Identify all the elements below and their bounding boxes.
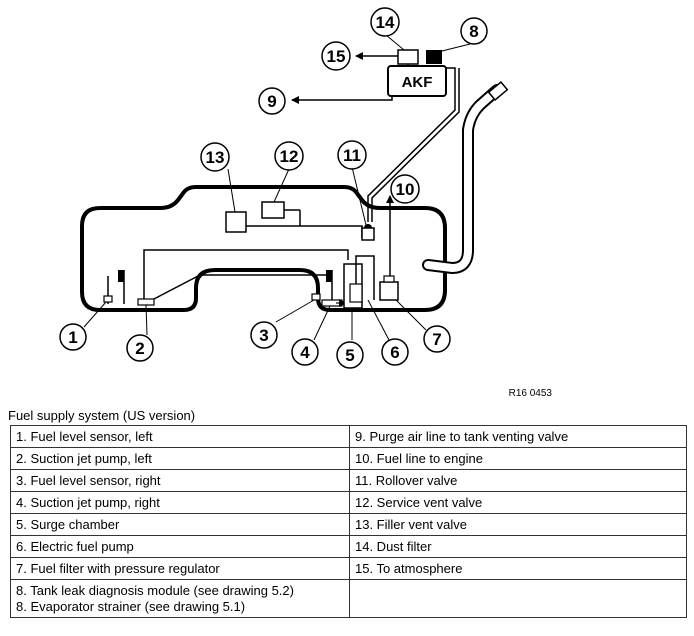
akf-label: AKF xyxy=(402,74,433,91)
svg-text:9: 9 xyxy=(267,92,276,111)
table-row: 8. Tank leak diagnosis module (see drawi… xyxy=(10,579,687,618)
service-vent-valve xyxy=(261,201,285,219)
fuel-filter xyxy=(379,281,399,301)
callout-7: 7 xyxy=(423,325,451,353)
svg-text:5: 5 xyxy=(345,346,354,365)
fuel-system-diagram: AKF xyxy=(59,7,553,399)
table-row: 5. Surge chamber 13. Filler vent valve xyxy=(10,513,687,536)
dust-filter xyxy=(397,49,419,65)
table-row: 6. Electric fuel pump 14. Dust filter xyxy=(10,535,687,558)
tank-leak-diagnosis-module xyxy=(426,50,442,64)
figure-caption: Fuel supply system (US version) xyxy=(8,408,196,423)
svg-text:10: 10 xyxy=(396,180,415,199)
akf-canister xyxy=(387,65,447,97)
filler-cap xyxy=(487,80,509,102)
svg-text:3: 3 xyxy=(259,326,268,345)
fuel-tank-outline xyxy=(80,185,447,312)
suction-jet-pump-left xyxy=(137,298,155,306)
legend-cell: 9. Purge air line to tank venting valve xyxy=(349,425,687,448)
legend-cell: 13. Filler vent valve xyxy=(349,513,687,536)
legend-cell: 3. Fuel level sensor, right xyxy=(10,469,350,492)
callout-6: 6 xyxy=(381,338,409,366)
callout-15: 15 xyxy=(321,41,351,71)
callout-14: 14 xyxy=(370,7,400,37)
legend-cell: 15. To atmosphere xyxy=(349,557,687,580)
legend-cell: 12. Service vent valve xyxy=(349,491,687,514)
svg-text:7: 7 xyxy=(432,330,441,349)
legend-cell: 10. Fuel line to engine xyxy=(349,447,687,470)
legend-cell-multiline: 8. Tank leak diagnosis module (see drawi… xyxy=(10,579,350,618)
filler-neck xyxy=(422,84,503,275)
callout-3: 3 xyxy=(250,321,278,349)
callout-9: 9 xyxy=(258,87,286,115)
legend-line: 8. Evaporator strainer (see drawing 5.1) xyxy=(16,599,246,614)
table-row: 1. Fuel level sensor, left 9. Purge air … xyxy=(10,425,687,448)
legend-cell: 14. Dust filter xyxy=(349,535,687,558)
fuel-level-sensor-right xyxy=(326,270,332,282)
legend-cell: 2. Suction jet pump, left xyxy=(10,447,350,470)
svg-text:1: 1 xyxy=(68,328,77,347)
callout-11: 11 xyxy=(337,140,367,170)
table-row: 4. Suction jet pump, right 12. Service v… xyxy=(10,491,687,514)
legend-cell: 11. Rollover valve xyxy=(349,469,687,492)
svg-text:12: 12 xyxy=(280,147,299,166)
callout-2: 2 xyxy=(126,334,154,362)
legend-cell-empty xyxy=(349,579,687,618)
reference-code: R16 0453 xyxy=(509,388,553,399)
svg-text:11: 11 xyxy=(343,146,361,165)
legend-table: 1. Fuel level sensor, left 9. Purge air … xyxy=(10,425,687,618)
table-row: 2. Suction jet pump, left 10. Fuel line … xyxy=(10,447,687,470)
svg-text:4: 4 xyxy=(300,343,310,362)
legend-cell: 7. Fuel filter with pressure regulator xyxy=(10,557,350,580)
callout-10: 10 xyxy=(390,174,420,204)
svg-text:6: 6 xyxy=(390,343,399,362)
purge-air-line xyxy=(291,96,393,104)
legend-cell: 4. Suction jet pump, right xyxy=(10,491,350,514)
electric-fuel-pump xyxy=(349,283,363,303)
svg-text:13: 13 xyxy=(206,148,225,167)
filler-vent-valve xyxy=(225,211,247,233)
legend-line: 8. Tank leak diagnosis module (see drawi… xyxy=(16,583,294,598)
legend-cell: 5. Surge chamber xyxy=(10,513,350,536)
leader-lines xyxy=(83,34,471,341)
legend-cell: 1. Fuel level sensor, left xyxy=(10,425,350,448)
svg-text:2: 2 xyxy=(135,339,144,358)
svg-text:8: 8 xyxy=(469,22,478,41)
legend-cell: 6. Electric fuel pump xyxy=(10,535,350,558)
vent-valve-line xyxy=(246,225,363,238)
table-row: 3. Fuel level sensor, right 11. Rollover… xyxy=(10,469,687,492)
callout-5: 5 xyxy=(336,341,364,369)
vent-line-to-akf xyxy=(367,67,456,222)
callout-12: 12 xyxy=(274,141,304,171)
fuel-level-sensor-left xyxy=(118,270,124,282)
table-row: 7. Fuel filter with pressure regulator 1… xyxy=(10,557,687,580)
callout-1: 1 xyxy=(59,323,87,351)
svg-text:15: 15 xyxy=(327,47,346,66)
callout-8: 8 xyxy=(460,17,488,45)
callout-4: 4 xyxy=(291,338,319,366)
internal-fuel-line xyxy=(143,249,349,300)
svg-text:14: 14 xyxy=(376,13,395,32)
callout-13: 13 xyxy=(200,142,230,172)
